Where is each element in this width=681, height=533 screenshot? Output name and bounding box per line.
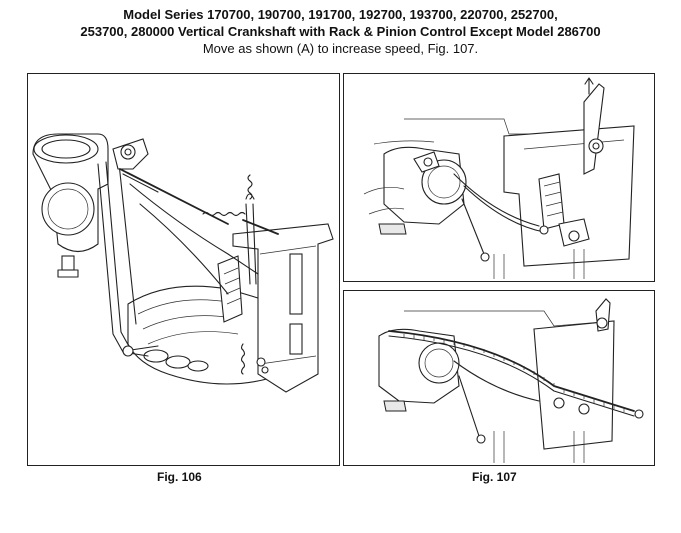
- carb-throat-107a: [421, 159, 467, 205]
- arrow-a: [584, 77, 594, 95]
- instruction-line: Move as shown (A) to increase speed, Fig…: [202, 41, 479, 56]
- rack-pinion-control-drawing-bottom: [378, 298, 644, 463]
- page-header: Model Series 170700, 190700, 191700, 192…: [0, 6, 681, 57]
- carb-throat: [41, 182, 95, 236]
- control-cable: [388, 330, 635, 412]
- bracket-slot: [289, 253, 303, 315]
- fig-107-bottom-illustration: [343, 290, 655, 466]
- fig-106-illustration: [27, 73, 340, 466]
- fig-107-top-illustration: [343, 73, 655, 282]
- model-series-line-1: Model Series 170700, 190700, 191700, 192…: [123, 7, 558, 22]
- rack-pinion-control-drawing-top: [363, 77, 635, 279]
- carburetor-linkage-drawing: [32, 133, 334, 393]
- fig-106-caption: Fig. 106: [157, 470, 202, 484]
- model-series-line-2: 253700, 280000 Vertical Crankshaft with …: [80, 24, 601, 39]
- fig-107-caption: Fig. 107: [472, 470, 517, 484]
